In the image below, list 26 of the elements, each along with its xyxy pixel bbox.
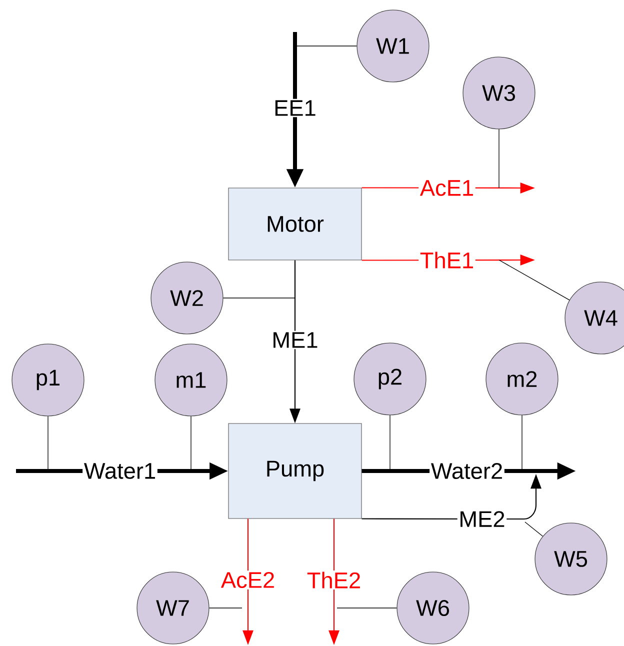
circle-node: W6 (396, 572, 470, 644)
edge-label: AcE2 (220, 570, 276, 590)
circle-node: p1 (12, 344, 84, 416)
leader-line (498, 128, 500, 188)
process-box: Motor (228, 188, 362, 260)
circle-node: W1 (356, 10, 430, 82)
edge-label: Water2 (430, 462, 504, 480)
edge-label: ME1 (270, 330, 320, 350)
circle-node: W2 (150, 262, 224, 334)
circle-node: m1 (154, 344, 228, 416)
leader-line (524, 522, 544, 537)
edge-label: ThE2 (306, 570, 362, 590)
edge-label: ThE1 (418, 250, 476, 270)
edge-label: AcE1 (418, 178, 476, 198)
process-box: Pump (228, 423, 362, 519)
circle-node: W5 (534, 522, 608, 596)
circle-node: W4 (564, 282, 624, 354)
circle-node: m2 (486, 342, 558, 416)
circle-node: W7 (136, 572, 210, 644)
circle-node: p2 (354, 342, 426, 416)
edge-label: Water1 (82, 462, 158, 480)
leader-line (190, 416, 192, 472)
edge-label: EE1 (272, 98, 318, 118)
leader-line (498, 260, 570, 300)
edge-label: ME2 (457, 510, 507, 528)
circle-node: W3 (462, 56, 536, 130)
